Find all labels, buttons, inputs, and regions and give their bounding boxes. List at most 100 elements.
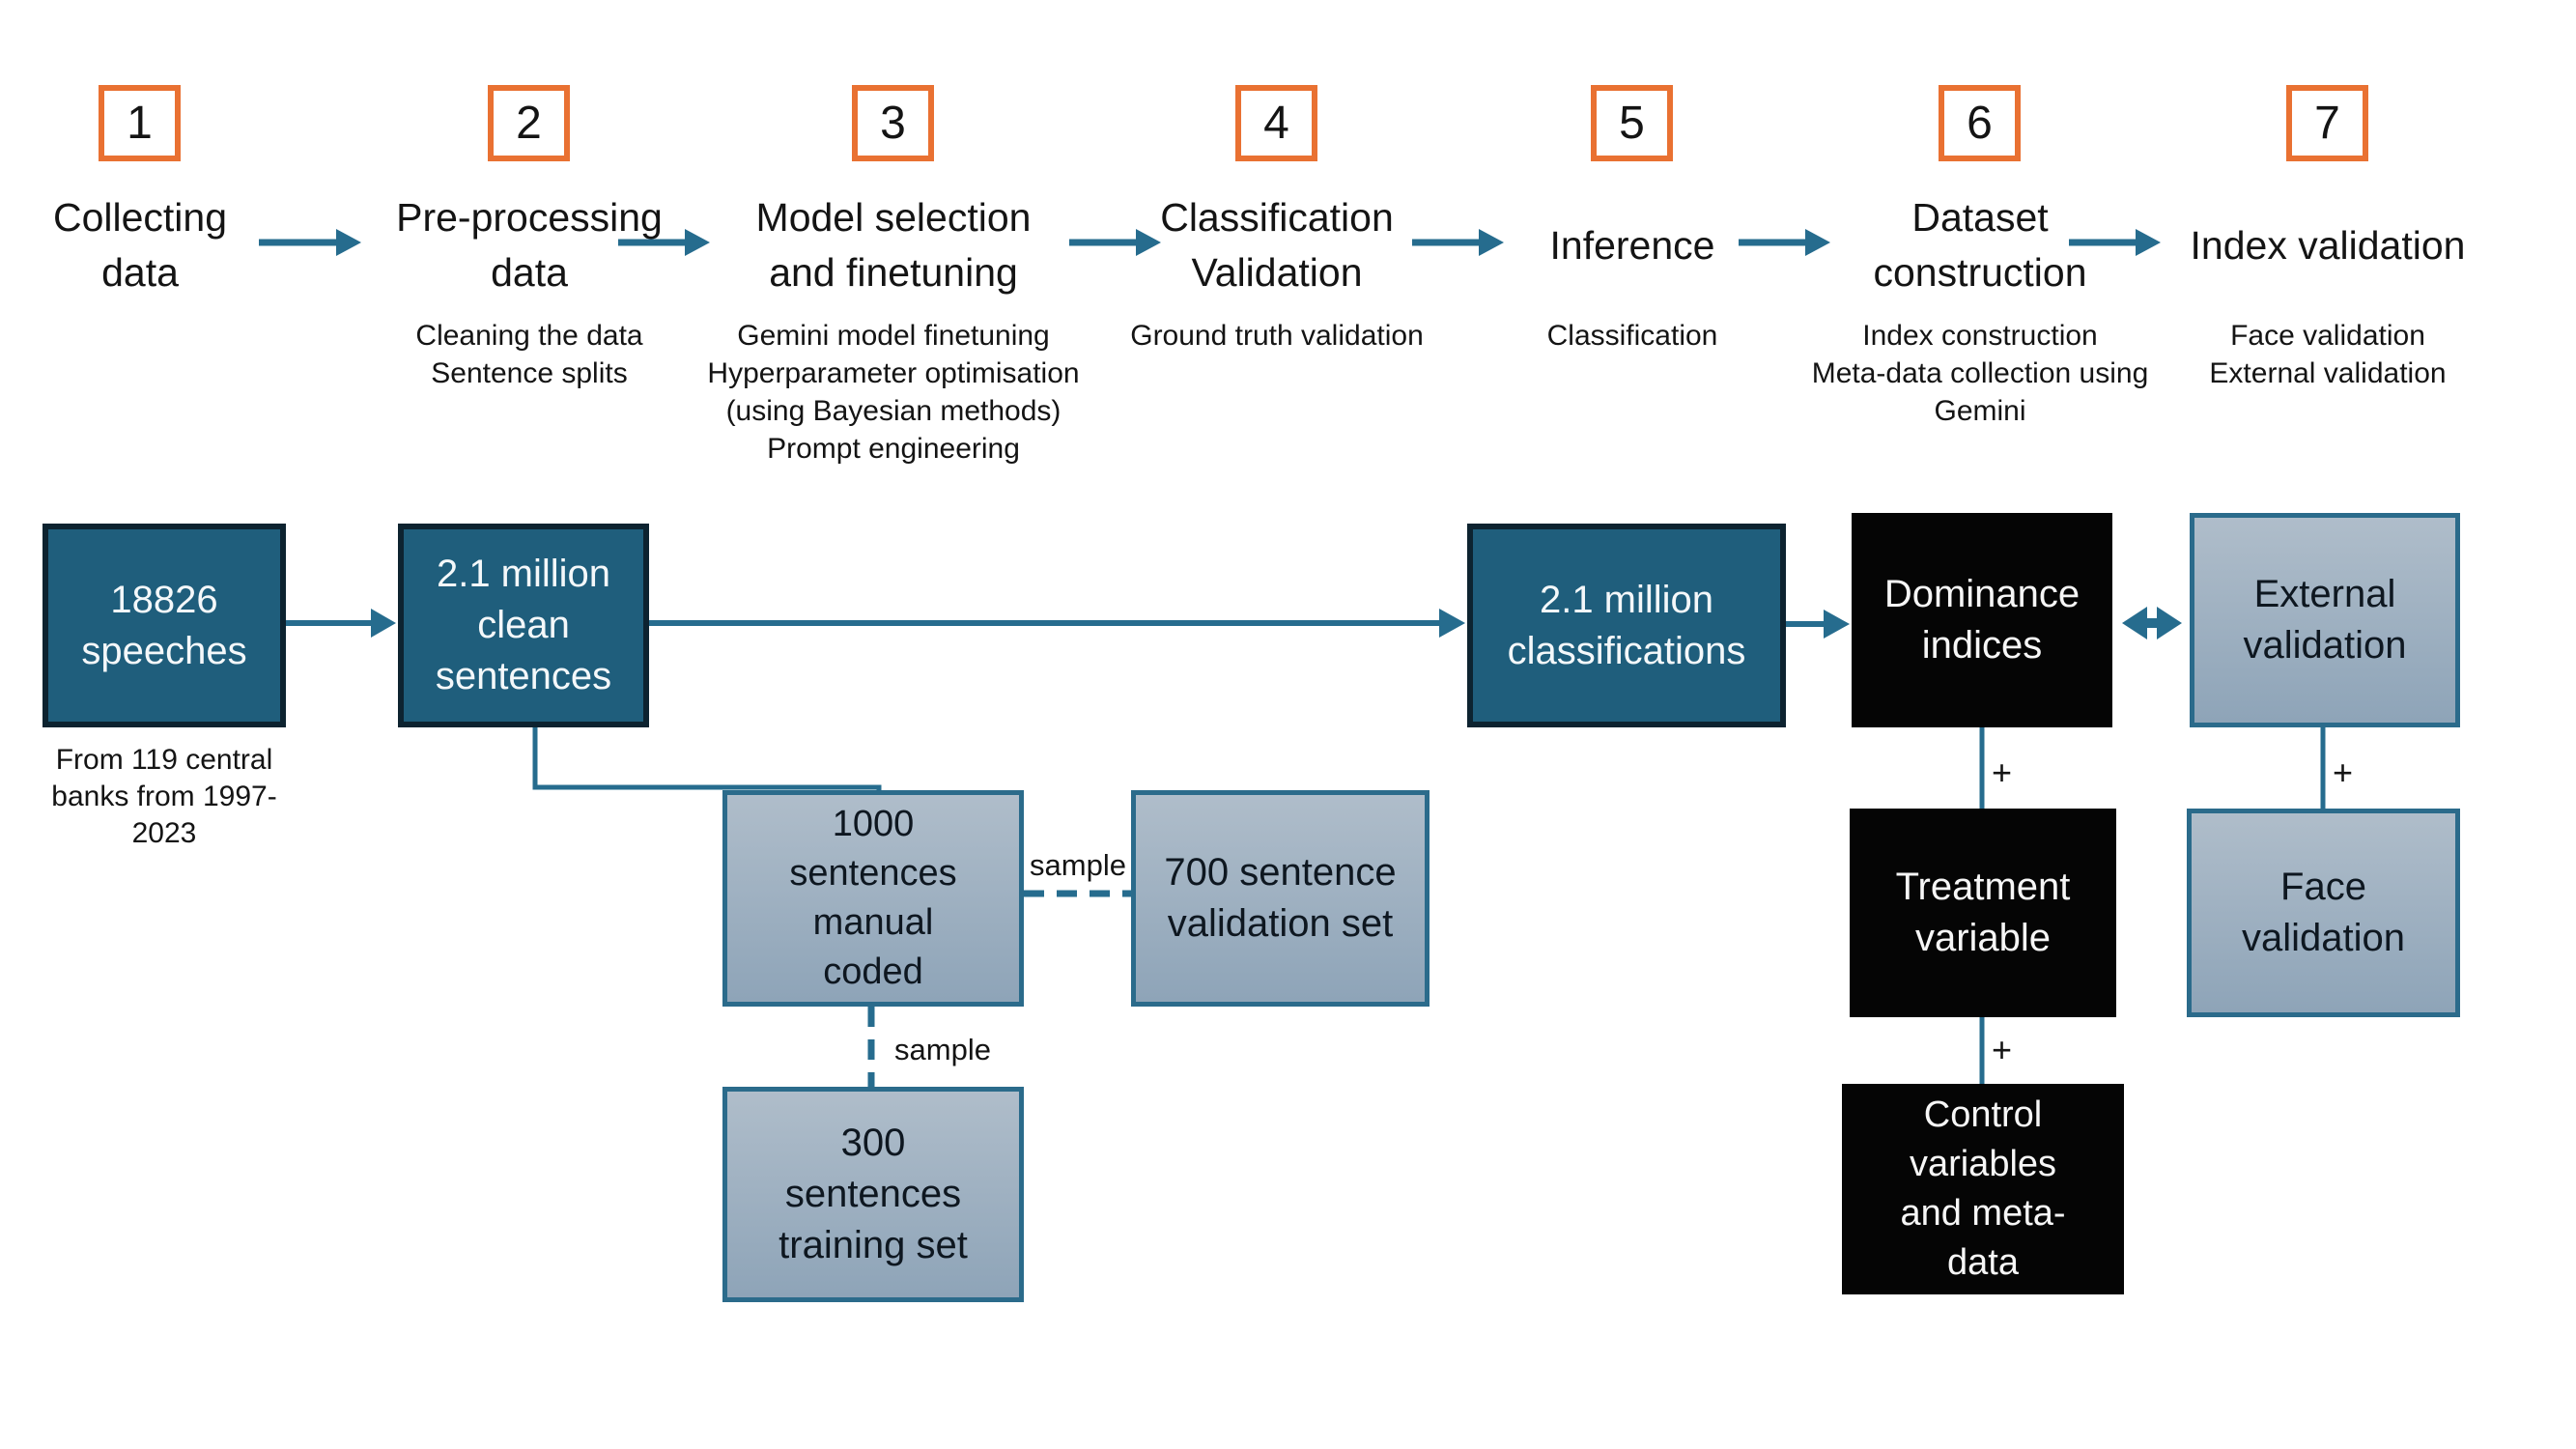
arrow-step2-step3	[618, 229, 710, 256]
step-5-number: 5	[1619, 98, 1645, 149]
step-3-number-box: 3	[852, 85, 934, 161]
step-5-number-box: 5	[1591, 85, 1673, 161]
step-1-label-line: Collecting	[52, 195, 228, 240]
node-line: Treatment	[1895, 866, 2071, 908]
node-18826-speeches: 18826 speeches	[42, 524, 286, 727]
step-6-number-box: 6	[1939, 85, 2021, 161]
step-4-label-line: Validation	[1191, 250, 1363, 295]
step-6-sublabel: Index construction Meta-data collection …	[1719, 317, 2241, 430]
node-control-variables-metadata: Control variables and meta- data	[1842, 1084, 2124, 1294]
step-2-label-line: data	[491, 250, 568, 295]
node-line: and meta-	[1900, 1193, 2066, 1234]
node-line: indices	[1921, 624, 2043, 667]
node-line: 18826	[110, 578, 218, 621]
node-line: Face	[2280, 866, 2366, 908]
node-line: sentences	[789, 853, 957, 894]
step-5-label-line: Inference	[1549, 222, 1715, 268]
step-7-label-line: Index validation	[2190, 222, 2466, 268]
node-line: coded	[823, 952, 923, 992]
step-4-sublabel: Ground truth validation	[1016, 317, 1538, 355]
step-1-number-box: 1	[99, 85, 181, 161]
step-6-sub-line: Index construction	[1862, 320, 2098, 352]
node-dominance-indices: Dominance indices	[1852, 513, 2112, 727]
step-3-sub-line: Prompt engineering	[767, 433, 1020, 465]
step-1-label: Collecting data	[0, 185, 343, 305]
caption-line: banks from 1997-	[51, 781, 277, 812]
step-1-label-line: data	[101, 250, 179, 295]
node-line: variable	[1914, 917, 2052, 959]
arrow-step1-step2	[259, 229, 361, 256]
node-700-sentence-validation-set: 700 sentence validation set	[1131, 790, 1430, 1007]
node-line: speeches	[81, 629, 247, 672]
node-line: variables	[1909, 1144, 2057, 1184]
node-line: clean	[477, 604, 570, 646]
step-6-label: Dataset construction	[1777, 185, 2183, 305]
step-3-label: Model selection and finetuning	[691, 185, 1096, 305]
node-line: 2.1 million	[436, 553, 611, 595]
step-6-sub-line: Meta-data collection using	[1811, 357, 2149, 389]
step-6-number: 6	[1967, 98, 1993, 149]
step-2-sub-line: Cleaning the data	[415, 320, 643, 352]
step-2-number-box: 2	[488, 85, 570, 161]
step-7-sub-line: External validation	[2209, 357, 2447, 389]
node-line: External	[2253, 573, 2396, 615]
step-2-label: Pre-processing data	[326, 185, 732, 305]
step-4-label-line: Classification	[1160, 195, 1394, 240]
node-external-validation: External validation	[2190, 513, 2460, 727]
node-treatment-variable: Treatment variable	[1850, 809, 2116, 1017]
node-line: 300	[840, 1122, 906, 1164]
node-line: Control	[1923, 1094, 2043, 1135]
step-1-number: 1	[127, 98, 153, 149]
step-7-number-box: 7	[2286, 85, 2368, 161]
step-6-label-line: construction	[1873, 250, 2087, 295]
arrow-step6-step7	[2069, 229, 2161, 256]
sample-label-validation: sample	[1030, 848, 1126, 882]
plus-dominance-treatment: +	[1992, 753, 2013, 792]
step-4-number: 4	[1263, 98, 1289, 149]
step-3-label-line: and finetuning	[769, 250, 1018, 295]
step-2-sublabel: Cleaning the data Sentence splits	[269, 317, 790, 392]
node-line: training set	[778, 1224, 968, 1266]
node-300-sentences-training-set: 300 sentences training set	[722, 1087, 1024, 1302]
arrow-clean-to-classifications	[649, 609, 1465, 638]
arrow-dominance-external-double	[2122, 607, 2182, 639]
step-4-label: Classification Validation	[1074, 185, 1480, 305]
step-7-sublabel: Face validation External validation	[2067, 317, 2576, 392]
step-3-number: 3	[880, 98, 906, 149]
step-7-sub-line: Face validation	[2230, 320, 2425, 352]
node-line: sentences	[435, 655, 612, 697]
step-3-sub-line: Gemini model finetuning	[737, 320, 1050, 352]
step-4-number-box: 4	[1235, 85, 1317, 161]
node-line: 2.1 million	[1539, 578, 1714, 621]
arrow-step4-step5	[1412, 229, 1504, 256]
step-5-sublabel: Classification	[1372, 317, 1893, 355]
node-line: classifications	[1507, 629, 1746, 672]
arrow-step5-step6	[1739, 229, 1830, 256]
step-2-number: 2	[516, 98, 542, 149]
step-3-sub-line: (using Bayesian methods)	[725, 395, 1062, 427]
arrow-step3-step4	[1069, 229, 1161, 256]
node-line: validation	[2243, 624, 2407, 667]
step-2-sub-line: Sentence splits	[431, 357, 628, 389]
arrow-classifications-to-dominance	[1786, 610, 1850, 639]
step-6-sub-line: Gemini	[1934, 395, 2026, 427]
step-3-label-line: Model selection	[755, 195, 1032, 240]
node-clean-sentences: 2.1 million clean sentences	[398, 524, 649, 727]
speeches-source-caption: From 119 central banks from 1997- 2023	[19, 742, 309, 852]
step-7-label: Index validation	[2125, 185, 2531, 305]
caption-line: 2023	[131, 817, 197, 849]
node-line: manual	[812, 902, 934, 943]
node-line: validation set	[1167, 902, 1394, 945]
node-face-validation: Face validation	[2187, 809, 2460, 1017]
node-line: 1000	[832, 804, 915, 844]
caption-line: From 119 central	[55, 744, 273, 776]
node-line: sentences	[784, 1173, 962, 1215]
node-line: validation	[2241, 917, 2405, 959]
node-line: Dominance	[1883, 573, 2081, 615]
sample-label-training: sample	[894, 1033, 991, 1066]
node-line: data	[1947, 1242, 2019, 1283]
step-4-sub-line: Ground truth validation	[1130, 320, 1424, 352]
step-2-label-line: Pre-processing	[396, 195, 663, 240]
plus-external-face: +	[2333, 753, 2354, 792]
